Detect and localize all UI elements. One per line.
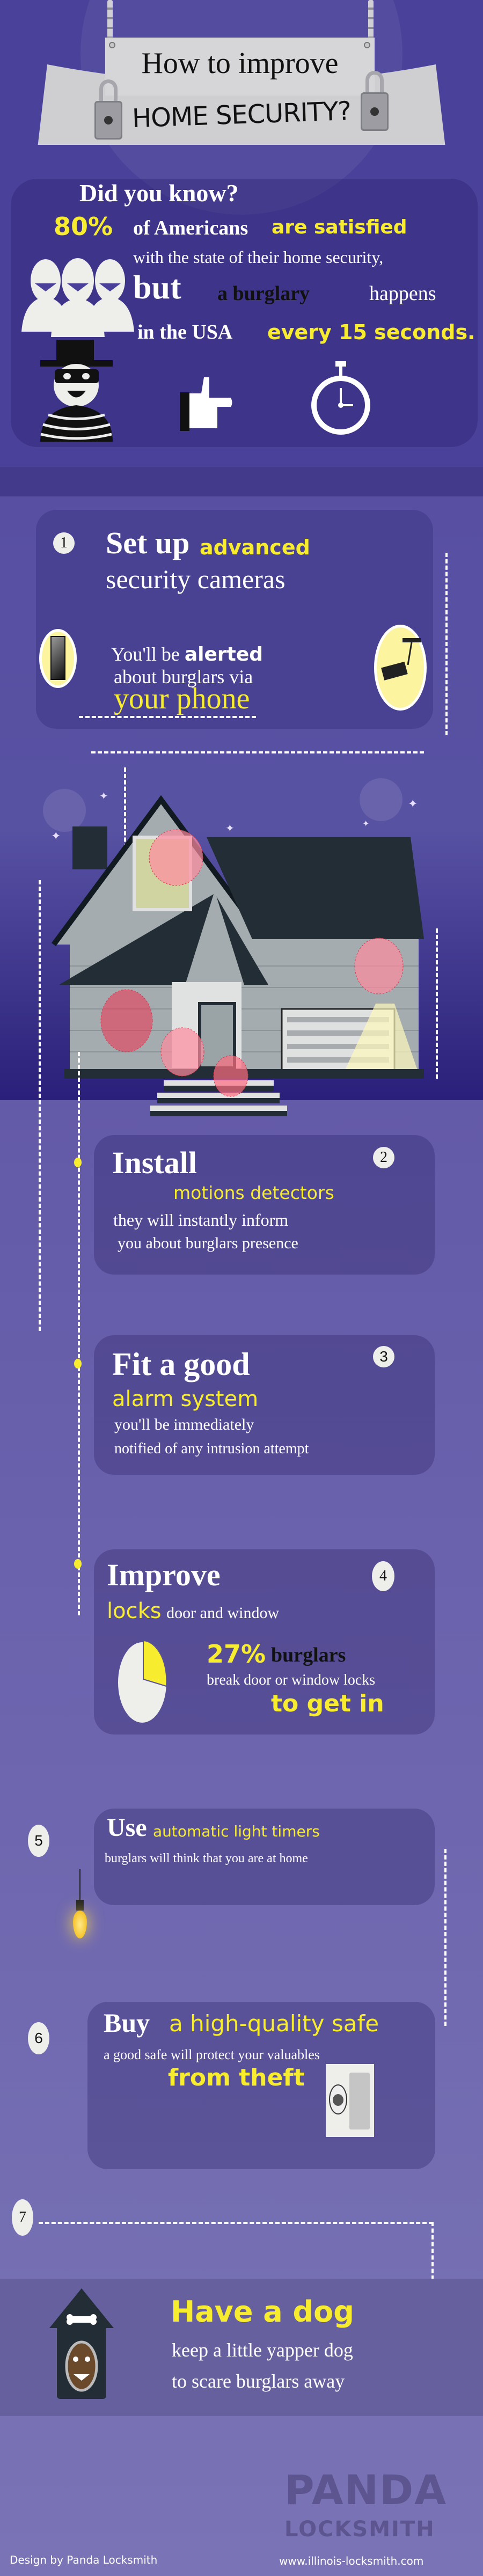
intro-in-usa: in the USA [137,321,233,343]
security-device-highlights [100,829,404,1097]
dashed-path [39,880,41,1331]
intro-stat-highlight: are satisfied [272,216,407,238]
step-5-number-badge: 5 [28,1825,49,1857]
step-title-highlight: a high-quality safe [169,2010,379,2037]
intro-stat-value: 80% [54,212,113,241]
step-title-line-2: locks door and window [107,1599,280,1623]
step-body-1: break door or window locks [207,1672,376,1688]
dashed-path [91,751,424,753]
burglar-icon [40,340,113,442]
step-body-1: You'll be alerted [111,643,264,665]
step-title-highlight: Have a dog [171,2295,354,2329]
step-body-highlight: your phone [114,682,250,715]
step-4-card: 4 Improve locks door and window 27% burg… [94,1549,435,1735]
step-number-badge: 4 [372,1561,394,1591]
step-title: Fit a good [112,1346,250,1382]
stat-label: burglars [271,1644,346,1666]
title-line-1: How to improve [141,47,339,80]
step-title-highlight: advanced [200,536,310,559]
step-body-1: burglars will think that you are at home [105,1851,308,1865]
step-number-badge: 2 [373,1147,394,1168]
padlock-icon [94,79,122,140]
sign-board [105,38,375,96]
step-body-highlight: from theft [168,2064,305,2091]
svg-text:✦: ✦ [99,789,108,802]
svg-text:✦: ✦ [225,822,235,835]
pie-chart [118,1641,167,1723]
dashed-path [78,1052,80,1615]
security-camera-icon [374,625,427,711]
intro-every: every 15 seconds. [267,320,475,344]
padlock-icon [361,71,389,131]
people-group-icon [21,258,134,337]
dashed-path [444,1849,447,2026]
safe-icon [326,2064,374,2137]
light-cord [79,1869,80,1902]
footer-credit: Design by Panda Locksmith [10,2553,158,2566]
stopwatch-icon [311,361,370,435]
intro-card: Did you know? 80% of Americans are satis… [11,179,478,447]
timeline-dot [74,1359,82,1368]
step-number-badge: 1 [53,532,75,554]
step-body-1: they will instantly inform [113,1210,289,1230]
footer-logo-line-2: LOCKSMITH [284,2517,435,2542]
step-title: Buy [104,2008,150,2038]
step-title: Use [107,1813,147,1842]
screw-icon [109,42,115,48]
step-title-highlight: alarm system [112,1387,259,1411]
intro-line-2: with the state of their home security, [133,247,384,267]
pointing-hand-icon [180,377,232,431]
chain-right [368,0,374,39]
step-title-highlight: automatic light timers [153,1823,320,1840]
screw-icon [364,42,370,48]
phone-icon [39,629,77,688]
step-2-card: 2 Install motions detectors they will in… [94,1135,435,1275]
step-title-highlight: motions detectors [173,1182,334,1203]
step-body-highlight: to get in [271,1690,384,1717]
step-body-2: to scare burglars away [172,2370,345,2392]
light-bulb-icon [73,1900,87,1953]
footer-logo-line-1: PANDA [284,2466,448,2514]
step-title-line-2: security cameras [106,564,286,594]
step-7-number-badge: 7 [12,2199,33,2236]
dashed-path [445,553,448,735]
step-body-2: you about burglars presence [118,1234,298,1252]
step-7-band: Have a dog keep a little yapper dog to s… [0,2279,483,2416]
dashed-path [431,2222,434,2280]
dashed-path [39,2222,433,2224]
footer-url[interactable]: www.illinois-locksmith.com [279,2555,424,2567]
step-5-card: Use automatic light timers burglars will… [94,1809,435,1905]
moon-icon [284,791,306,821]
timeline-dot [74,1559,82,1569]
step-3-card: 3 Fit a good alarm system you'll be imme… [94,1335,435,1475]
svg-text:✦: ✦ [362,818,369,829]
intro-happens: happens [369,282,436,305]
svg-text:✦: ✦ [51,830,61,843]
intro-but: but [133,269,181,306]
step-number-badge: 3 [373,1346,394,1367]
step-body-2: about burglars via [114,666,253,687]
section-divider [0,467,483,496]
step-6-card: Buy a high-quality safe a good safe will… [87,2002,435,2169]
dashed-path [436,928,438,1079]
chain-left [107,0,113,39]
step-body-1: keep a little yapper dog [172,2339,353,2361]
step-body-2: notified of any intrusion attempt [114,1440,309,1457]
svg-text:✦: ✦ [408,797,418,811]
stat-value: 27% [207,1640,266,1668]
step-body-1: a good safe will protect your valuables [104,2047,320,2062]
intro-burglary: a burglary [217,282,310,305]
intro-heading: Did you know? [79,179,239,207]
dashed-path [79,716,256,718]
intro-stat-text: of Americans [133,217,248,239]
step-title: Improve [107,1557,221,1592]
step-title: Install [112,1145,197,1180]
step-body-1: you'll be immediately [114,1416,254,1433]
step-6-number-badge: 6 [28,2022,49,2054]
dog-house-icon [49,2288,114,2399]
timeline-dot [74,1158,82,1167]
house-illustration: ✦ ✦ ✦ ✦ ✦ [43,778,424,1116]
step-title: Set up [106,525,190,560]
step-1-card: 1 Set up advanced security cameras You'l… [36,510,433,729]
